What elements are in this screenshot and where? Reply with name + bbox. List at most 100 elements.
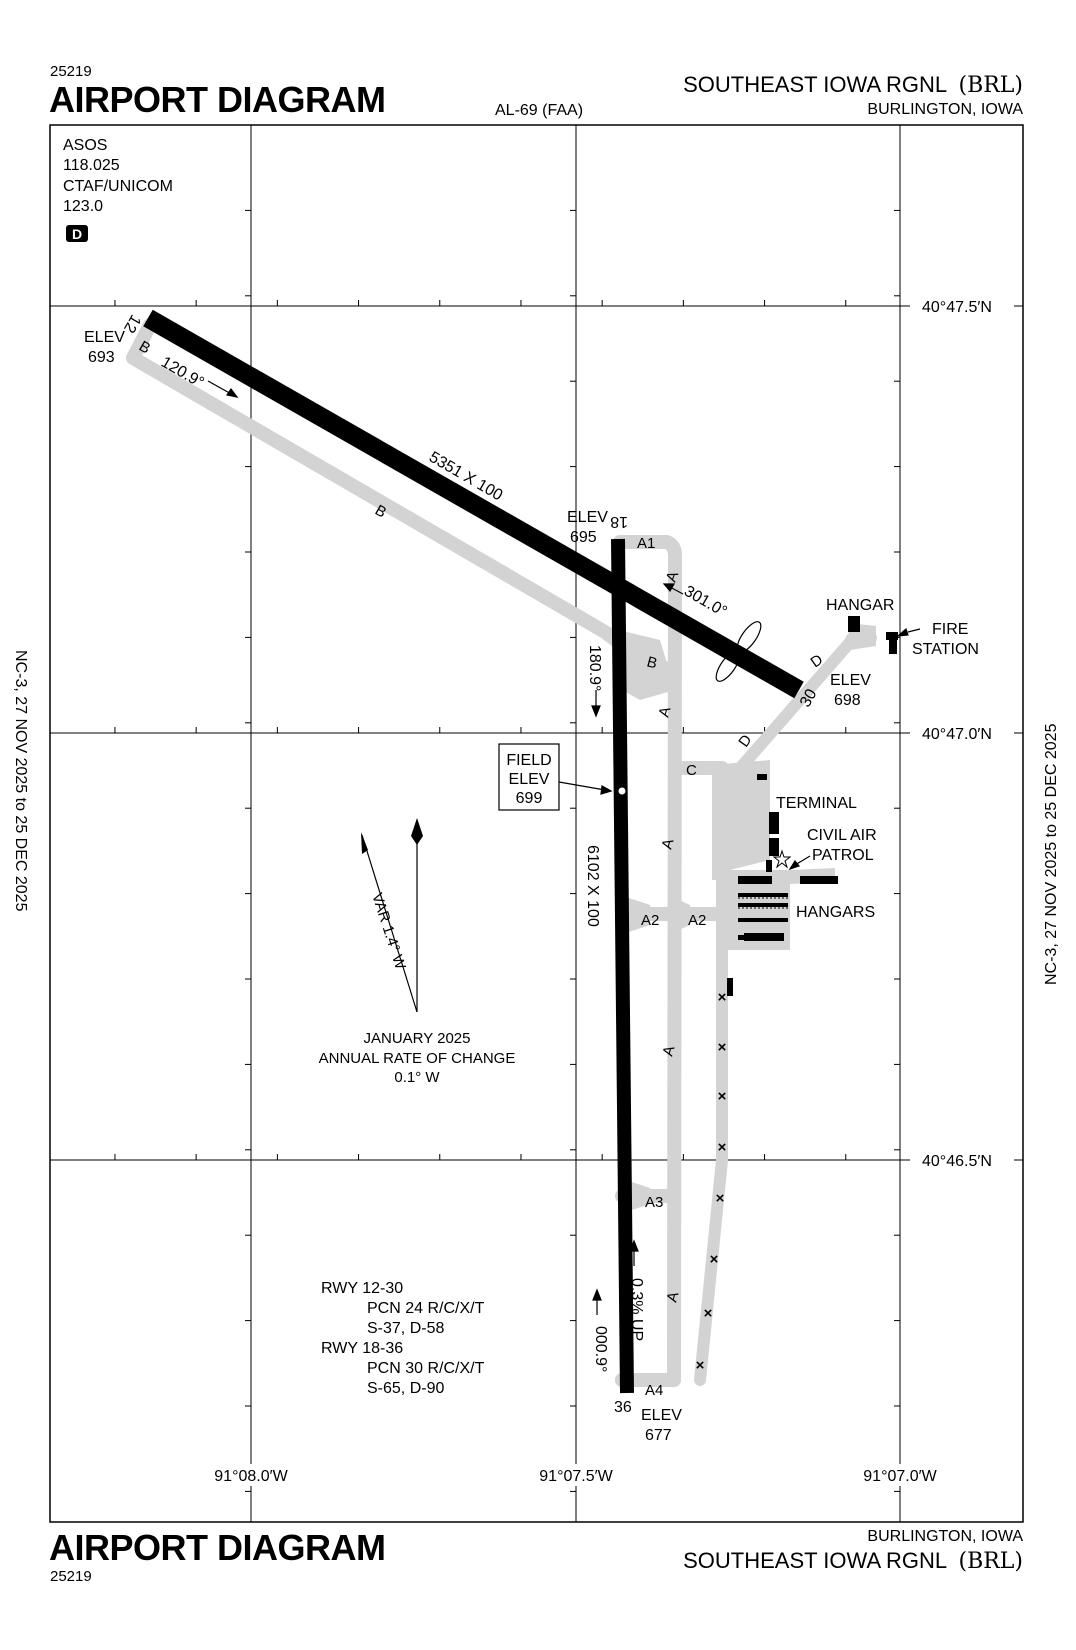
lat-3-bg — [910, 1150, 1014, 1170]
arrow-30-head — [662, 583, 676, 593]
runway-12-30 — [143, 309, 804, 699]
cap-label-2: PATROL — [812, 847, 874, 864]
field-elev-box — [498, 743, 560, 811]
taxiway-a-north — [613, 535, 682, 1387]
rwy-end-30: 30 — [797, 686, 821, 710]
var-rate-label: ANNUAL RATE OF CHANGE — [319, 1050, 516, 1067]
terminal-bldg-4 — [766, 860, 772, 872]
pcn-gear-a: S-37, D-58 — [367, 1320, 444, 1337]
label-a2-east: A2 — [688, 912, 706, 929]
label-a1: A1 — [637, 535, 655, 552]
label-a-5: A — [663, 1290, 682, 1304]
rwy-end-36: 36 — [614, 1399, 632, 1416]
asos-freq: 118.025 — [63, 157, 120, 174]
lat-2: 40°47.0′N — [922, 726, 992, 743]
airport-ident-text: (BRL) — [958, 73, 1023, 98]
field-elev-value: 699 — [516, 790, 543, 807]
cap-bldg-2 — [800, 876, 838, 884]
lon-1: 91°08.0′W — [214, 1468, 288, 1485]
closed-x-mark: × — [718, 1139, 727, 1156]
fillet-a2-east — [668, 895, 690, 935]
ctaf-freq: 123.0 — [63, 198, 103, 215]
arrow-fire-line — [907, 628, 921, 633]
cap-label-1: CIVIL AIR — [807, 827, 877, 844]
pcn-rwy-b: RWY 18-36 — [321, 1340, 403, 1357]
label-a2-west: A2 — [641, 912, 659, 929]
lat-lon-grid — [50, 125, 1023, 1522]
rwy-18-36-dims: 6102 X 100 — [584, 845, 601, 927]
arrow-fire-head — [896, 627, 909, 637]
rwy-18-elev: 695 — [570, 529, 597, 546]
field-elev-line1: FIELD — [506, 752, 551, 769]
lat-1-bg — [910, 296, 1014, 316]
chart-number-bottom: 25219 — [50, 1568, 92, 1585]
rwy-end-18: 18 — [610, 513, 628, 530]
buildings — [727, 616, 898, 996]
hangar-row-3 — [738, 918, 788, 922]
facility-labels: HANGAR FIRE STATION TERMINAL CIVIL AIR P… — [776, 597, 979, 921]
pcn-value-b: PCN 30 R/C/X/T — [367, 1360, 485, 1377]
closed-x-mark: × — [718, 1088, 727, 1105]
runway-18-36 — [611, 538, 634, 1394]
chart-title-top: AIRPORT DIAGRAM — [49, 79, 386, 120]
fire-station-label-2: STATION — [912, 641, 979, 658]
grid-ticks — [114, 209, 1009, 1492]
lon-2: 91°07.5′W — [539, 1468, 613, 1485]
arrow-cap-head — [788, 859, 801, 871]
airspace-d-badge — [66, 225, 88, 242]
mag-north-line — [361, 834, 418, 1013]
rwy-30-elev-label: ELEV — [830, 672, 871, 689]
lat-1: 40°47.5′N — [922, 299, 992, 316]
effective-dates-left: NC-3, 27 NOV 2025 to 25 DEC 2025 — [12, 650, 29, 912]
terminal-bldg-2 — [769, 812, 779, 834]
pcn-block: RWY 12-30 PCN 24 R/C/X/T S-37, D-58 RWY … — [321, 1280, 485, 1397]
effective-dates-right: NC-3, 27 NOV 2025 to 25 DEC 2025 — [1043, 723, 1060, 985]
airport-name-top: SOUTHEAST IOWA RGNL (BRL) — [683, 72, 1023, 98]
procedure-id: AL-69 (FAA) — [495, 102, 583, 119]
var-rate: 0.1° W — [394, 1069, 440, 1086]
closed-x-mark: × — [704, 1305, 713, 1322]
taxiway-b — [126, 318, 629, 652]
comms-block: ASOS 118.025 CTAF/UNICOM 123.0 D — [63, 137, 173, 242]
label-a3: A3 — [645, 1194, 663, 1211]
rwy-36-heading: 000.9° — [592, 1326, 609, 1372]
label-a4: A4 — [645, 1382, 663, 1399]
label-a-3: A — [658, 837, 677, 851]
heading-arrows — [207, 380, 921, 1315]
arrow-12-head — [226, 387, 239, 398]
rwy-30-heading: 301.0° — [681, 583, 730, 621]
hangar-hatch — [738, 897, 788, 909]
rwy-18-heading: 180.9° — [586, 645, 603, 691]
lon-1-bg — [205, 1464, 297, 1486]
rwy-12-elev-label: ELEV — [84, 329, 125, 346]
hangar-row-1 — [738, 893, 788, 897]
cap-bldg — [738, 876, 772, 884]
lon-3: 91°07.0′W — [863, 1468, 937, 1485]
terminal-bldg-1 — [757, 774, 767, 780]
fire-station — [886, 632, 898, 640]
pcn-gear-b: S-65, D-90 — [367, 1380, 444, 1397]
airport-name-bottom-text: SOUTHEAST IOWA RGNL — [683, 1548, 947, 1573]
arrow-36-head — [592, 1288, 602, 1301]
label-a-2: A — [655, 705, 674, 719]
rwy-18-elev-label: ELEV — [567, 509, 608, 526]
wind-cone-icon — [715, 621, 762, 682]
terminal-bldg-3 — [769, 838, 779, 856]
fire-station-label-1: FIRE — [932, 621, 968, 638]
closed-x-mark: × — [716, 1190, 725, 1207]
label-c: C — [686, 762, 697, 779]
rwy-slope: 0.3% UP — [628, 1278, 645, 1341]
airport-ident-bottom-text: (BRL) — [958, 1549, 1023, 1574]
hangar-label: HANGAR — [826, 597, 894, 614]
true-north-arrow-icon — [411, 818, 423, 845]
hangar-row-2 — [738, 903, 788, 907]
chart-title-bottom: AIRPORT DIAGRAM — [49, 1527, 386, 1568]
airport-name-bottom: SOUTHEAST IOWA RGNL (BRL) — [683, 1548, 1023, 1574]
asos-label: ASOS — [63, 137, 107, 154]
var-label: VAR 1.4° W — [368, 891, 409, 972]
field-elev-marker — [618, 787, 626, 795]
arrow-slope-head — [629, 1239, 639, 1252]
label-b-1: B — [645, 653, 659, 672]
wind-cone-lobe-1 — [736, 621, 762, 653]
